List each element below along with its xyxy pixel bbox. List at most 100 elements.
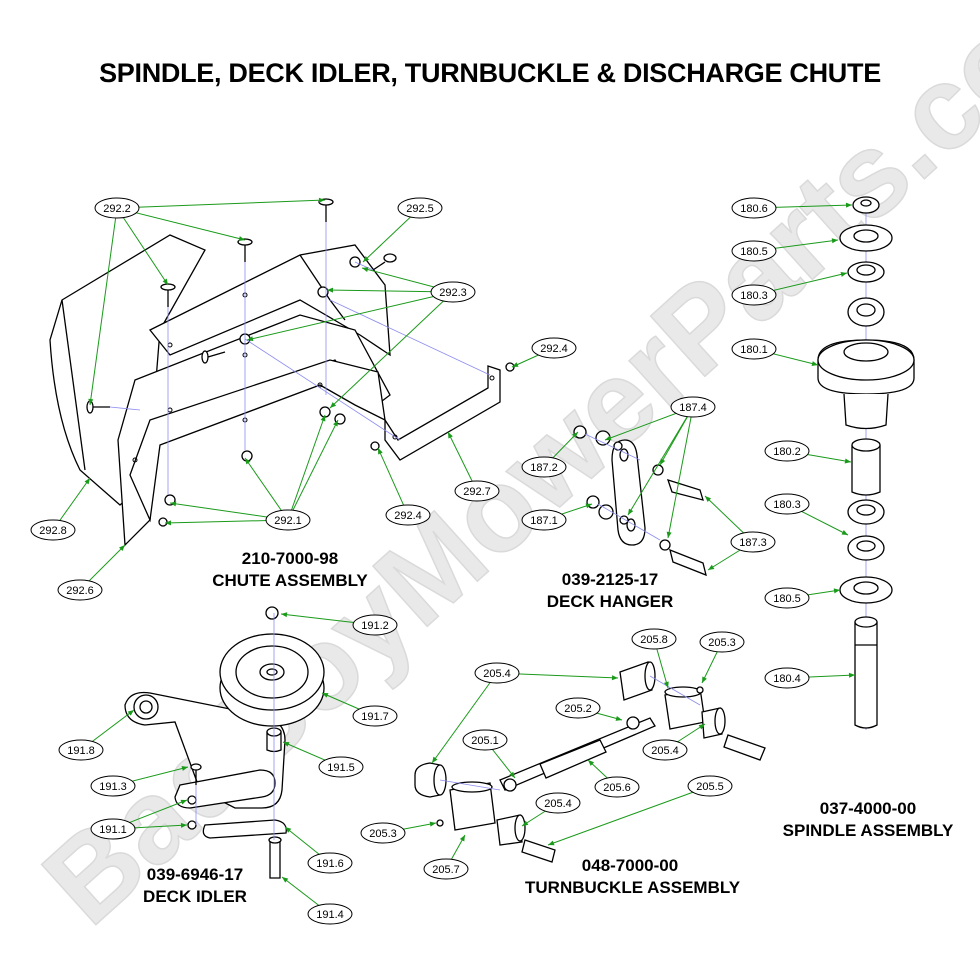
turnbuckle-pin-right	[723, 734, 766, 761]
leader-line	[244, 457, 289, 521]
callout-bubble	[430, 281, 476, 303]
spindle-shaft	[854, 622, 878, 729]
callout-205-3: 205.3	[360, 822, 406, 844]
leader-line	[377, 447, 409, 516]
callout-label: 180.6	[740, 203, 768, 215]
callout-191-7: 191.7	[352, 705, 398, 727]
leader-line	[667, 406, 694, 539]
callout-bubble	[352, 705, 398, 727]
callout-label: 191.3	[99, 781, 127, 793]
callout-180-5: 180.5	[731, 240, 777, 262]
callout-292-5: 292.5	[397, 197, 443, 219]
callout-bubble	[307, 903, 353, 925]
callout-label: 187.2	[530, 462, 558, 474]
leader-line	[547, 785, 711, 846]
callout-label: 191.1	[99, 824, 127, 836]
callout-191-1: 191.1	[90, 818, 136, 840]
turnbuckle-assembly-name: TURNBUCKLE ASSEMBLY	[525, 878, 741, 897]
callout-180-3: 180.3	[764, 493, 810, 515]
callout-180-5: 180.5	[764, 587, 810, 609]
callout-label: 180.3	[773, 499, 801, 511]
callout-label: 292.8	[39, 525, 67, 537]
hanger-axis-lines	[584, 433, 661, 541]
callout-label: 205.4	[483, 668, 511, 680]
callout-bubble	[670, 396, 716, 418]
callout-label: 205.1	[471, 735, 499, 747]
leader-arrowhead	[844, 458, 851, 464]
callout-label: 205.7	[432, 864, 460, 876]
callout-180-3: 180.3	[731, 284, 777, 306]
callout-bubble	[385, 504, 431, 526]
leader-arrowhead	[88, 398, 94, 405]
leader-line	[329, 291, 454, 409]
deck-idler-drawing	[124, 606, 325, 879]
leader-line	[431, 672, 498, 764]
leader-arrowhead	[572, 432, 578, 439]
leader-arrowhead	[459, 835, 465, 842]
callout-205-4: 205.4	[474, 662, 520, 684]
leader-arrowhead	[448, 432, 453, 439]
callout-bubble	[265, 509, 311, 531]
callout-bubble	[731, 338, 777, 360]
leader-arrowhead	[432, 756, 438, 763]
callout-bubble	[521, 456, 567, 478]
leader-arrowhead	[429, 821, 436, 827]
leader-arrowhead	[362, 267, 369, 272]
callout-bubble	[764, 587, 810, 609]
spindle-assembly-label: 037-4000-00 SPINDLE ASSEMBLY	[778, 798, 958, 842]
callout-205-4: 205.4	[642, 739, 688, 761]
callout-bubble	[352, 614, 398, 636]
turnbuckle-pin-lower	[521, 839, 556, 863]
callout-bubble	[631, 628, 677, 650]
leader-arrowhead	[285, 827, 292, 833]
callout-292-6: 292.6	[57, 579, 103, 601]
callout-label: 205.2	[564, 703, 592, 715]
leader-arrowhead	[333, 420, 338, 427]
leader-arrowhead	[330, 402, 337, 408]
leader-arrowhead	[281, 612, 288, 618]
callout-label: 205.4	[544, 798, 572, 810]
leader-arrowhead	[320, 415, 326, 422]
callout-label: 180.1	[740, 344, 768, 356]
leader-arrowhead	[378, 448, 383, 455]
idler-bolt	[269, 840, 281, 879]
callout-label: 292.4	[394, 510, 422, 522]
callout-label: 205.3	[369, 828, 397, 840]
callout-292-2: 292.2	[94, 197, 140, 219]
callout-187-4: 187.4	[670, 396, 716, 418]
leader-line	[89, 207, 118, 406]
callout-205-4: 205.4	[535, 792, 581, 814]
callout-205-7: 205.7	[423, 858, 469, 880]
callout-bubble	[764, 493, 810, 515]
leader-arrowhead	[705, 496, 712, 502]
callout-191-6: 191.6	[307, 852, 353, 874]
callout-bubble	[90, 818, 136, 840]
hanger-bolt-upper	[666, 479, 704, 501]
callout-label: 187.3	[739, 537, 767, 549]
leader-arrowhead	[845, 202, 852, 208]
callout-191-4: 191.4	[307, 903, 353, 925]
chute-assembly-drawing	[49, 198, 515, 547]
callout-bubble	[397, 197, 443, 219]
leader-arrowhead	[666, 531, 672, 538]
callout-180-4: 180.4	[764, 667, 810, 689]
page-title: SPINDLE, DECK IDLER, TURNBUCKLE & DISCHA…	[99, 58, 881, 88]
leader-arrowhead	[170, 501, 177, 507]
callout-191-8: 191.8	[58, 739, 104, 761]
idler-axis-lines	[195, 613, 275, 840]
callout-label: 292.4	[540, 343, 568, 355]
leader-arrowhead	[548, 840, 555, 846]
callout-bubble	[90, 775, 136, 797]
leader-line	[246, 291, 454, 341]
leader-arrowhead	[811, 361, 818, 366]
callout-label: 292.7	[463, 486, 491, 498]
leader-arrowhead	[509, 771, 515, 778]
spindle-assembly-name: SPINDLE ASSEMBLY	[782, 821, 954, 840]
callout-label: 191.8	[67, 745, 95, 757]
callout-292-7: 292.7	[454, 480, 500, 502]
leader-line	[627, 406, 694, 516]
callout-205-3: 205.3	[699, 631, 745, 653]
callout-bubble	[687, 775, 733, 797]
